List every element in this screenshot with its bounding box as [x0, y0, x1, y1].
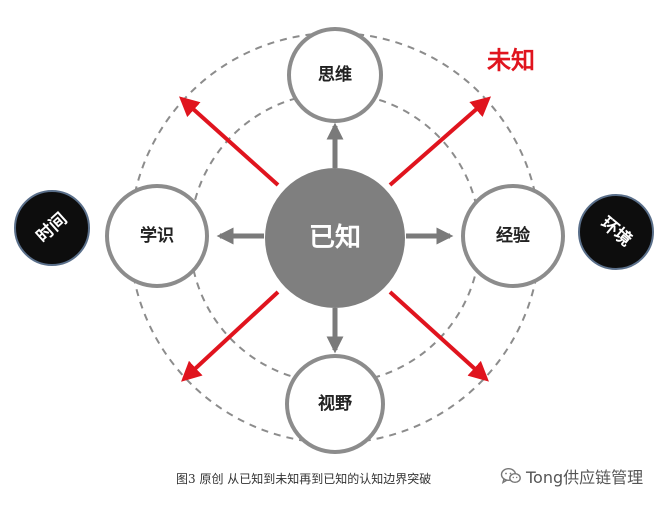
red-arrow-top-left: [179, 96, 280, 187]
center-node: 已知: [265, 168, 405, 308]
red-arrow-bottom-right: [388, 290, 489, 382]
node-right-label: 经验: [496, 225, 531, 246]
center-label: 已知: [309, 223, 361, 253]
watermark: Tong供应链管理: [500, 464, 643, 488]
outer-node-right: 环境: [578, 194, 654, 270]
unknown-label: 未知: [487, 46, 535, 75]
outer-node-left: 时间: [14, 190, 90, 266]
node-bottom-label: 视野: [318, 393, 352, 414]
node-left-label: 学识: [140, 225, 174, 246]
wechat-icon: [500, 467, 521, 485]
red-arrow-top-right: [388, 96, 492, 187]
node-left: 学识: [105, 184, 209, 288]
watermark-text: Tong供应链管理: [526, 468, 644, 487]
node-top: 思维: [287, 27, 383, 123]
red-arrow-bottom-left: [181, 290, 280, 382]
node-bottom: 视野: [285, 354, 385, 454]
figure-caption: 图3 原创 从已知到未知再到已知的认知边界突破: [176, 472, 432, 486]
node-right: 经验: [461, 184, 565, 288]
node-top-label: 思维: [318, 64, 352, 85]
